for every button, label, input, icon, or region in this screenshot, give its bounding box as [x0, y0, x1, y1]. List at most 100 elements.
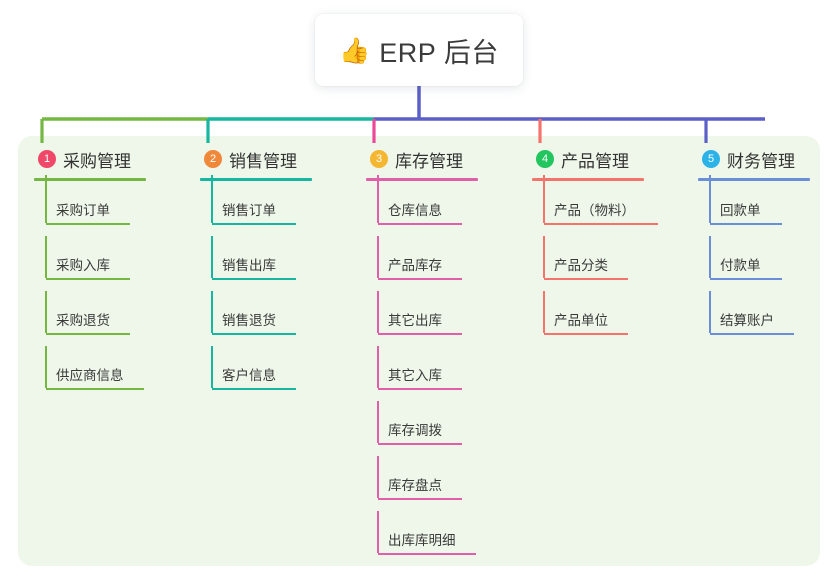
- leaf-item[interactable]: 采购入库: [34, 236, 146, 291]
- leaf-item[interactable]: 其它入库: [366, 346, 478, 401]
- leaf-item-label: 产品（物料）: [554, 203, 635, 218]
- leaf-item-rule: [710, 278, 782, 280]
- column-title-3: 库存管理: [395, 151, 463, 171]
- leaf-connector-line: [211, 291, 213, 333]
- leaf-item-label: 其它出库: [388, 313, 442, 328]
- leaf-item-label: 采购入库: [56, 258, 110, 273]
- column-header-5[interactable]: 5 财务管理: [698, 146, 810, 172]
- leaf-item-label: 其它入库: [388, 368, 442, 383]
- leaf-connector-line: [709, 291, 711, 333]
- leaf-connector-line: [543, 175, 545, 223]
- column-title-2: 销售管理: [229, 151, 297, 171]
- leaf-item[interactable]: 销售退货: [200, 291, 312, 346]
- leaf-connector-line: [45, 175, 47, 223]
- leaf-item-rule: [46, 333, 130, 335]
- leaf-item[interactable]: 供应商信息: [34, 346, 146, 401]
- leaf-item-rule: [378, 333, 462, 335]
- leaf-item[interactable]: 库存调拨: [366, 401, 478, 456]
- leaf-item-rule: [378, 223, 462, 225]
- leaf-item[interactable]: 其它出库: [366, 291, 478, 346]
- leaf-item[interactable]: 销售出库: [200, 236, 312, 291]
- leaf-item-label: 库存调拨: [388, 423, 442, 438]
- leaf-item[interactable]: 结算账户: [698, 291, 810, 346]
- column-badge-3: 3: [370, 150, 388, 168]
- column-items-2: 销售订单销售出库销售退货客户信息: [200, 175, 312, 401]
- leaf-item-label: 产品分类: [554, 258, 608, 273]
- column-rule-2: [200, 178, 312, 181]
- leaf-item-label: 出库库明细: [388, 533, 456, 548]
- column-header-2[interactable]: 2 销售管理: [200, 146, 312, 172]
- leaf-connector-line: [377, 175, 379, 223]
- leaf-item-rule: [544, 223, 658, 225]
- leaf-item-rule: [710, 333, 794, 335]
- leaf-item[interactable]: 产品单位: [532, 291, 644, 346]
- leaf-connector-line: [45, 236, 47, 278]
- leaf-connector-line: [543, 291, 545, 333]
- root-node-content: 👍 ERP 后台: [339, 31, 499, 70]
- leaf-item-label: 产品库存: [388, 258, 442, 273]
- leaf-item-rule: [378, 553, 476, 555]
- leaf-item[interactable]: 回款单: [698, 175, 810, 236]
- leaf-connector-line: [377, 291, 379, 333]
- leaf-item[interactable]: 库存盘点: [366, 456, 478, 511]
- leaf-connector-line: [377, 456, 379, 498]
- leaf-item[interactable]: 采购退货: [34, 291, 146, 346]
- leaf-item[interactable]: 仓库信息: [366, 175, 478, 236]
- root-node-erp-backend[interactable]: 👍 ERP 后台: [315, 14, 523, 86]
- leaf-item-rule: [378, 443, 462, 445]
- leaf-item-label: 库存盘点: [388, 478, 442, 493]
- leaf-connector-line: [377, 401, 379, 443]
- column-items-1: 采购订单采购入库采购退货供应商信息: [34, 175, 146, 401]
- leaf-item-rule: [544, 333, 628, 335]
- leaf-item[interactable]: 出库库明细: [366, 511, 478, 566]
- leaf-item-label: 销售出库: [222, 258, 276, 273]
- leaf-item-rule: [46, 388, 144, 390]
- leaf-item[interactable]: 产品分类: [532, 236, 644, 291]
- leaf-connector-line: [377, 236, 379, 278]
- leaf-connector-line: [211, 236, 213, 278]
- leaf-connector-line: [543, 236, 545, 278]
- leaf-item-rule: [46, 278, 130, 280]
- column-badge-2: 2: [204, 150, 222, 168]
- column-items-3: 仓库信息产品库存其它出库其它入库库存调拨库存盘点出库库明细: [366, 175, 478, 566]
- column-5: 5 财务管理回款单付款单结算账户: [698, 146, 810, 346]
- leaf-connector-line: [211, 175, 213, 223]
- column-badge-4: 4: [536, 150, 554, 168]
- leaf-item[interactable]: 产品（物料）: [532, 175, 658, 236]
- leaf-item-rule: [378, 388, 462, 390]
- column-title-5: 财务管理: [727, 151, 795, 171]
- leaf-connector-line: [211, 346, 213, 388]
- column-title-4: 产品管理: [561, 151, 629, 171]
- leaf-connector-line: [709, 236, 711, 278]
- leaf-item[interactable]: 销售订单: [200, 175, 312, 236]
- column-items-4: 产品（物料） 产品分类产品单位: [532, 175, 658, 346]
- leaf-item-label: 结算账户: [720, 313, 774, 328]
- leaf-item[interactable]: 产品库存: [366, 236, 478, 291]
- column-badge-5: 5: [702, 150, 720, 168]
- diagram-background-panel: [18, 136, 820, 566]
- leaf-item-label: 客户信息: [222, 368, 276, 383]
- leaf-item-rule: [212, 333, 296, 335]
- leaf-item-label: 付款单: [720, 258, 761, 273]
- leaf-item-label: 采购订单: [56, 203, 110, 218]
- leaf-connector-line: [377, 346, 379, 388]
- leaf-connector-line: [377, 511, 379, 553]
- column-header-3[interactable]: 3 库存管理: [366, 146, 478, 172]
- leaf-item-rule: [46, 223, 130, 225]
- leaf-connector-line: [45, 291, 47, 333]
- leaf-item-rule: [212, 388, 296, 390]
- leaf-connector-line: [709, 175, 711, 223]
- column-3: 3 库存管理仓库信息产品库存其它出库其它入库库存调拨库存盘点出库库明细: [366, 146, 478, 566]
- column-rule-3: [366, 178, 478, 181]
- column-4: 4 产品管理产品（物料） 产品分类产品单位: [532, 146, 658, 346]
- leaf-item[interactable]: 采购订单: [34, 175, 146, 236]
- leaf-connector-line: [45, 346, 47, 388]
- leaf-item-rule: [212, 278, 296, 280]
- leaf-item[interactable]: 客户信息: [200, 346, 312, 401]
- leaf-item-label: 供应商信息: [56, 368, 124, 383]
- column-header-4[interactable]: 4 产品管理: [532, 146, 644, 172]
- leaf-item[interactable]: 付款单: [698, 236, 810, 291]
